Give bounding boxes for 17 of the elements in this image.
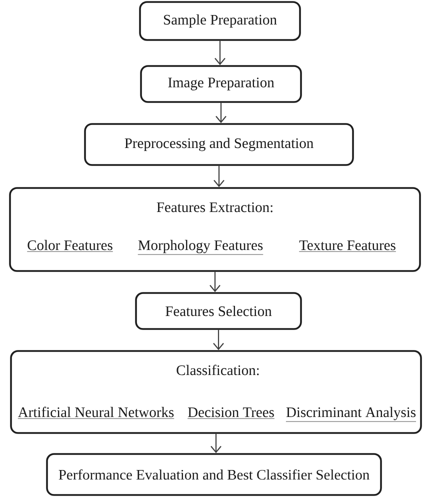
arrow	[213, 330, 224, 350]
underlined-label: Artificial Neural Networks	[18, 406, 174, 419]
process-box: Sample Preparation	[139, 1, 301, 41]
process-box: Image Preparation	[140, 65, 302, 103]
arrow	[216, 102, 226, 124]
process-box: Preprocessing and Segmentation	[84, 123, 354, 166]
arrow	[210, 434, 222, 454]
arrow	[214, 40, 226, 66]
process-box: Features Selection	[135, 292, 302, 330]
arrow	[210, 272, 220, 292]
underlined-label: Decision Trees	[187, 407, 275, 419]
arrow	[214, 166, 224, 188]
process-box: Performance Evaluation and Best Classifier Selection	[46, 453, 382, 496]
underlined-label: Discriminant Analysis	[286, 406, 416, 422]
underlined-label: Texture Features	[298, 240, 396, 252]
underlined-label: Morphology Features	[138, 240, 264, 255]
underlined-label: Color Features	[26, 240, 114, 252]
